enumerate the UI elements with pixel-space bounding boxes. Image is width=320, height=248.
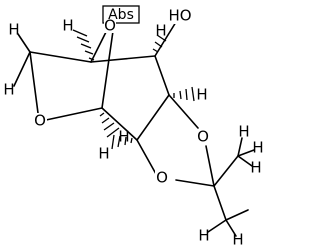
atom-label-h-me1-c: H <box>250 159 261 177</box>
bond-me1-h-a <box>237 137 243 157</box>
bond-c6-oring <box>29 51 39 114</box>
bond-me2-h-b <box>225 219 237 237</box>
hashed-bond-c5-h <box>72 29 95 61</box>
atom-label-h-c6-left: H <box>3 81 14 99</box>
atom-label-o-bridge: O <box>104 17 116 35</box>
bond-me2-h-c <box>225 209 249 221</box>
atom-label-h-me2-b: H <box>232 231 243 248</box>
bond-me2-h-a <box>207 219 227 233</box>
hashed-bond-c3-h <box>173 86 195 102</box>
bond-c2-odiox-bottom <box>136 139 157 175</box>
bond-c4-oh <box>154 21 177 57</box>
bond-c3-c2 <box>136 94 170 141</box>
hashed-stereo-bonds <box>72 29 195 150</box>
atom-label-h-me2-a: H <box>198 227 209 245</box>
atom-label-o-ring: O <box>34 112 46 130</box>
bond-oring-c1 <box>45 107 103 121</box>
atom-label-h-c1: H <box>118 128 129 146</box>
atom-label-o-dioxolane-bottom: O <box>156 169 168 187</box>
abs-flag-box <box>102 5 140 24</box>
hashed-bond-c4-h <box>152 34 167 53</box>
atom-label-h-me1-b: H <box>252 139 263 157</box>
bond-obridge-c1 <box>101 23 115 109</box>
atom-label-h-c6-top: H <box>8 21 19 39</box>
bond-cacetal-me2 <box>213 185 227 221</box>
bond-odiox-right-cacetal <box>205 145 215 187</box>
bond-c6-h-top <box>17 33 31 53</box>
bond-me1-h-b <box>237 149 255 157</box>
atom-label-hydroxyl: HO <box>168 7 191 25</box>
bond-c3-odiox-right <box>168 94 199 129</box>
hashed-bond-c2-h <box>111 134 133 150</box>
hydrogen-bonds <box>13 33 255 237</box>
bond-c5-c4 <box>90 55 156 63</box>
atom-label-h-c5: H <box>62 17 73 35</box>
bond-cacetal-me1 <box>213 155 239 187</box>
atom-label-h-c4: H <box>155 22 166 40</box>
bond-c6-h-left <box>13 51 31 87</box>
atom-label-h-me1-a: H <box>238 123 249 141</box>
hashed-bond-c1-h <box>99 112 120 138</box>
atom-label-h-c3: H <box>196 86 207 104</box>
molecule-structure-diagram: Abs O HO O O O H H H H H H H H H H H H <box>3 5 264 248</box>
bond-me1-h-c <box>237 155 253 167</box>
bond-odiox-bottom-cacetal <box>175 179 215 187</box>
atom-label-h-c2: H <box>98 145 109 163</box>
bond-lines <box>29 21 239 221</box>
atom-label-o-dioxolane-right: O <box>197 128 209 146</box>
bond-c4-c3 <box>154 55 170 96</box>
bond-c2-c1 <box>101 107 138 141</box>
bond-c6-c5 <box>29 51 92 63</box>
atom-labels: O HO O O O H H H H H H H H H H H H <box>3 7 263 248</box>
